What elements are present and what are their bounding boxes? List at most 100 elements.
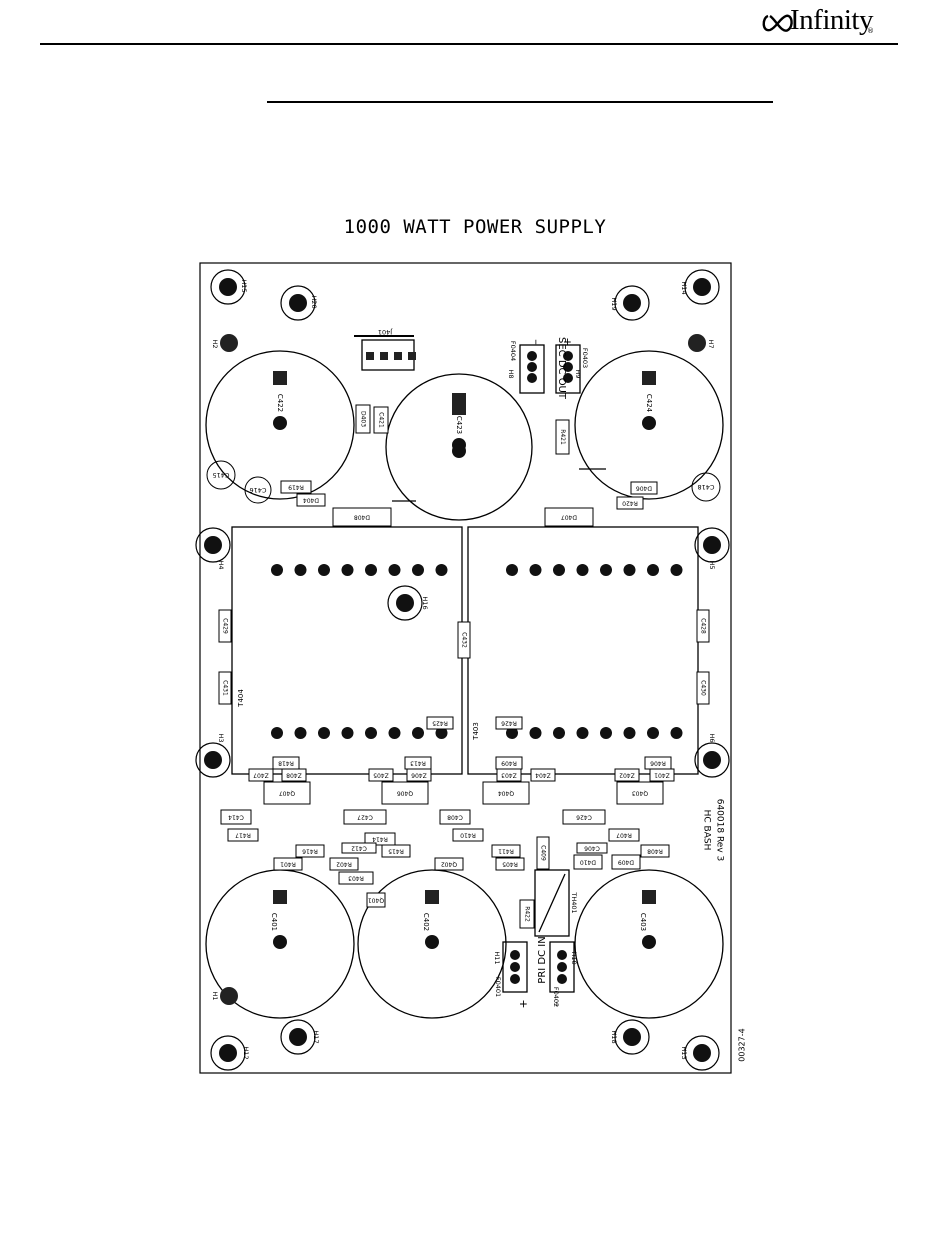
solder-pad [557,962,567,972]
capacitor-label: C423 [455,416,463,434]
mounting-hole-icon [396,594,414,612]
component-label: C421 [378,412,385,428]
square-pad [642,371,656,385]
solder-pad [527,351,537,361]
solder-pad [647,564,659,576]
mounting-hole-icon [219,1044,237,1062]
component-body [576,842,608,854]
component-label: R413 [410,760,426,767]
component-label: Z408 [286,772,302,779]
component-body [536,836,550,870]
mounting-hole-icon [220,334,238,352]
mounting-hole-icon [614,285,650,321]
solder-pad [623,727,636,739]
component-label: R409 [501,760,517,767]
component-label: Q401 [368,897,384,904]
hole-label: H16 [421,596,429,609]
component-body [496,768,522,782]
component-label: R425 [432,720,448,727]
mounting-hole-icon [219,278,237,296]
component-label: D407 [561,514,577,521]
component-label: Z401 [654,772,670,779]
hole-label: H10 [570,951,578,964]
brand-name: Infinity [790,4,874,36]
solder-pad [600,564,612,576]
component-body [544,507,594,527]
component-label: Z406 [411,772,427,779]
square-pad [425,890,439,904]
component-label: C409 [540,845,547,861]
component-label: R426 [501,720,517,727]
component-label: Q406 [397,790,413,797]
solder-pad [510,962,520,972]
solder-pad [600,727,612,739]
component-body [355,404,371,434]
square-pad [452,401,466,415]
infinity-logo-icon [762,14,793,32]
component-body [630,481,658,495]
hole-label: H5 [708,560,716,569]
component-body [696,671,710,705]
component-body [248,768,274,782]
component-label: Z407 [253,772,269,779]
component-label: R410 [460,832,476,839]
component-body [573,854,603,870]
component-label: R422 [524,906,531,922]
component-label: Q403 [632,790,648,797]
component-body [329,857,359,871]
component-body [343,809,387,825]
component-body [457,621,471,659]
mounting-hole-icon [623,1028,641,1046]
header-rule [40,43,898,45]
solder-pad [412,564,424,576]
mounting-hole-icon [195,527,231,563]
sec-dc-out-label: SEC DC OUT [556,337,567,400]
component-label: Z404 [535,772,551,779]
mounting-hole-icon [280,1019,316,1055]
component-label: R417 [235,832,251,839]
solder-pad [294,727,307,739]
hole-label: H9 [574,369,582,378]
component-label: C429 [222,618,229,634]
mounting-hole-icon [195,742,231,778]
component-label: Q402 [441,861,457,868]
component-label: Z403 [501,772,517,779]
component-body [611,854,641,870]
component-body [649,768,675,782]
hole-label: H17 [312,1030,320,1043]
component-label: Z405 [373,772,389,779]
solder-pad [553,727,565,739]
mounting-hole-icon [688,334,706,352]
component-label: R401 [280,861,296,868]
component-body [406,768,432,782]
figure-id: 00327-4 [738,1028,747,1061]
component-label: R421 [559,429,566,445]
solder-pad [388,727,401,739]
component-body [364,832,396,846]
component-label: R405 [502,861,518,868]
solder-pad [527,362,537,372]
diagram-title: 1000 WATT POWER SUPPLY [343,216,607,238]
pri-dc-in-label: PRI DC IN [537,936,548,983]
component-label: R407 [616,832,632,839]
component-label: R408 [647,848,663,855]
connector-pin [394,352,402,360]
title-rule [267,101,773,103]
component-label: R415 [388,848,404,855]
mounting-hole-icon [703,751,721,769]
mounting-hole-icon [204,751,222,769]
connector-label: F0402 [552,987,560,1007]
component-body [696,609,710,643]
connector-pin [366,352,374,360]
mounting-hole-icon [210,1035,246,1071]
component-body [263,781,311,805]
component-label: R406 [650,760,666,767]
solder-pad [510,950,520,960]
mounting-hole-icon [289,294,307,312]
hole-label: H6 [708,733,716,742]
hole-label: H7 [707,339,715,348]
component-body [616,781,664,805]
solder-pad [435,564,448,576]
hole-label: H12 [242,1046,250,1059]
solder-pad [412,727,424,739]
